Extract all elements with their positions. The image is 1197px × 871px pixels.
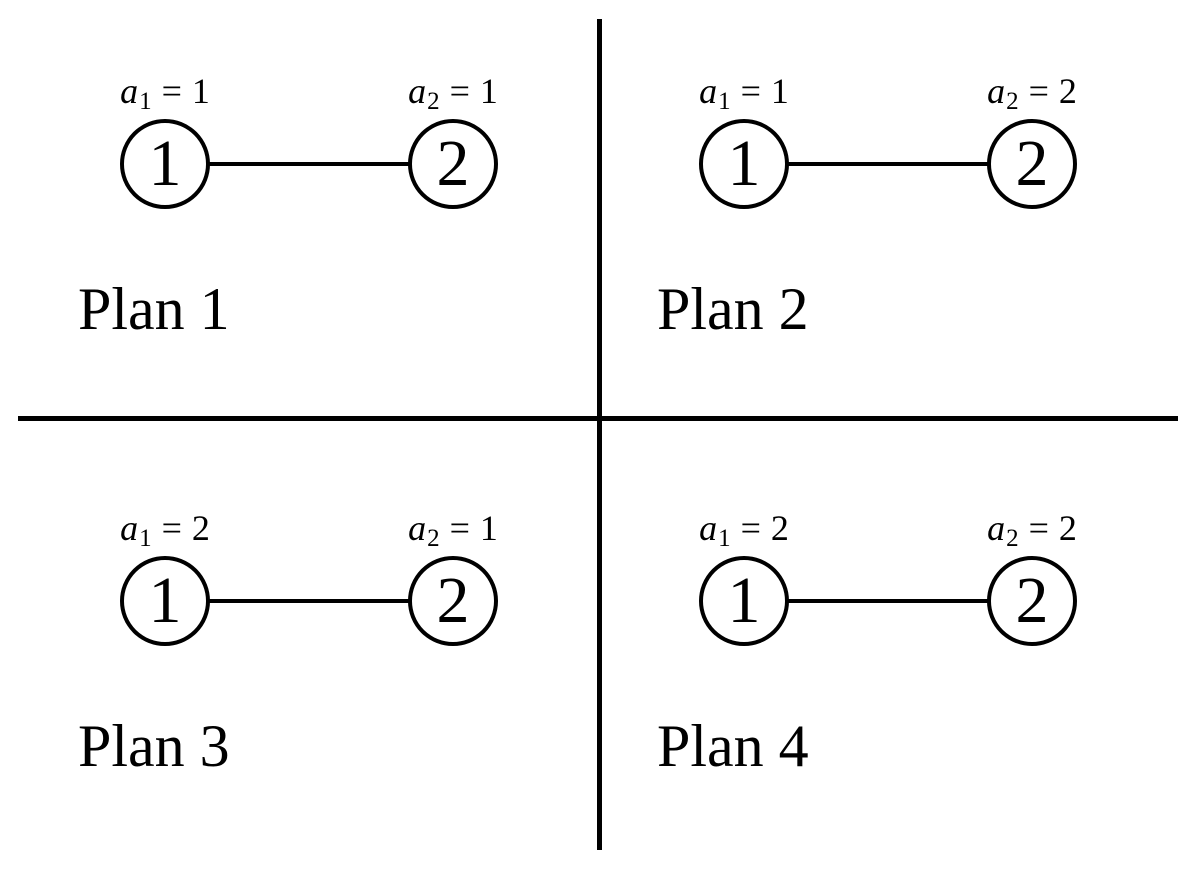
vertical-divider-line	[597, 19, 602, 850]
variable-name: a	[699, 71, 718, 111]
assigned-value: 1	[770, 71, 789, 111]
graph-node-1: 1	[699, 119, 789, 209]
variable-name: a	[408, 508, 427, 548]
node-id: 2	[436, 564, 470, 637]
node-id: 2	[436, 127, 470, 200]
node-id: 1	[727, 564, 761, 637]
node-1-assignment-label: a1=1	[624, 70, 864, 115]
edge-node1-node2	[165, 599, 453, 603]
equals-sign: =	[161, 508, 182, 548]
horizontal-divider-line	[18, 416, 1178, 421]
variable-subscript: 2	[1006, 525, 1019, 552]
graph-node-2: 2	[987, 556, 1077, 646]
edge-node1-node2	[744, 599, 1032, 603]
plan-2-panel: a1=1 a2=2 1 2 Plan 2	[579, 0, 1158, 437]
plan-caption: Plan 3	[78, 713, 230, 779]
node-id: 2	[1015, 564, 1049, 637]
variable-name: a	[120, 508, 139, 548]
variable-subscript: 2	[1006, 88, 1019, 115]
variable-name: a	[699, 508, 718, 548]
node-1-assignment-label: a1 =2	[624, 507, 864, 552]
graph-node-2: 2	[408, 556, 498, 646]
variable-name: a	[987, 71, 1006, 111]
graph-node-2: 2	[408, 119, 498, 209]
variable-subscript: 1	[139, 525, 152, 552]
equals-sign: =	[740, 508, 761, 548]
assigned-value: 1	[191, 71, 210, 111]
edge-node1-node2	[744, 162, 1032, 166]
equals-sign: =	[740, 71, 761, 111]
assigned-value: 1	[479, 508, 498, 548]
assigned-value: 2	[191, 508, 210, 548]
assigned-value: 2	[1058, 508, 1077, 548]
variable-subscript: 1	[718, 88, 731, 115]
equals-sign: =	[1028, 508, 1049, 548]
edge-node1-node2	[165, 162, 453, 166]
node-1-assignment-label: a1=1	[45, 70, 285, 115]
variable-subscript: 2	[427, 525, 440, 552]
plan-caption: Plan 1	[78, 276, 230, 342]
plan-4-panel: a1=2 a2=2 1 2 Plan 4	[579, 437, 1158, 871]
graph-node-1: 1	[120, 119, 210, 209]
node-id: 1	[727, 127, 761, 200]
graph-node-1: 1	[699, 556, 789, 646]
node-id: 1	[148, 564, 182, 637]
graph-node-1: 1	[120, 556, 210, 646]
node-id: 2	[1015, 127, 1049, 200]
variable-name: a	[987, 508, 1006, 548]
plan-caption: Plan 4	[657, 713, 809, 779]
node-id: 1	[148, 127, 182, 200]
graph-node-2: 2	[987, 119, 1077, 209]
variable-name: a	[408, 71, 427, 111]
variable-subscript: 1	[139, 88, 152, 115]
equals-sign: =	[449, 508, 470, 548]
equals-sign: =	[161, 71, 182, 111]
variable-subscript: 2	[427, 88, 440, 115]
assigned-value: 2	[770, 508, 789, 548]
plan-caption: Plan 2	[657, 276, 809, 342]
assigned-value: 2	[1058, 71, 1077, 111]
variable-subscript: 1	[718, 525, 731, 552]
plan-1-panel: a1=1 a2=1 1 2 Plan 1	[0, 0, 579, 437]
equals-sign: =	[449, 71, 470, 111]
node-2-assignment-label: a2 =1	[333, 507, 573, 552]
assigned-value: 1	[479, 71, 498, 111]
node-2-assignment-label: a2 =1	[333, 70, 573, 115]
equals-sign: =	[1028, 71, 1049, 111]
node-2-assignment-label: a2=2	[912, 70, 1152, 115]
variable-name: a	[120, 71, 139, 111]
node-1-assignment-label: a1 =2	[45, 507, 285, 552]
plan-3-panel: a1=2 a2=1 1 2 Plan 3	[0, 437, 579, 871]
node-2-assignment-label: a2=2	[912, 507, 1152, 552]
